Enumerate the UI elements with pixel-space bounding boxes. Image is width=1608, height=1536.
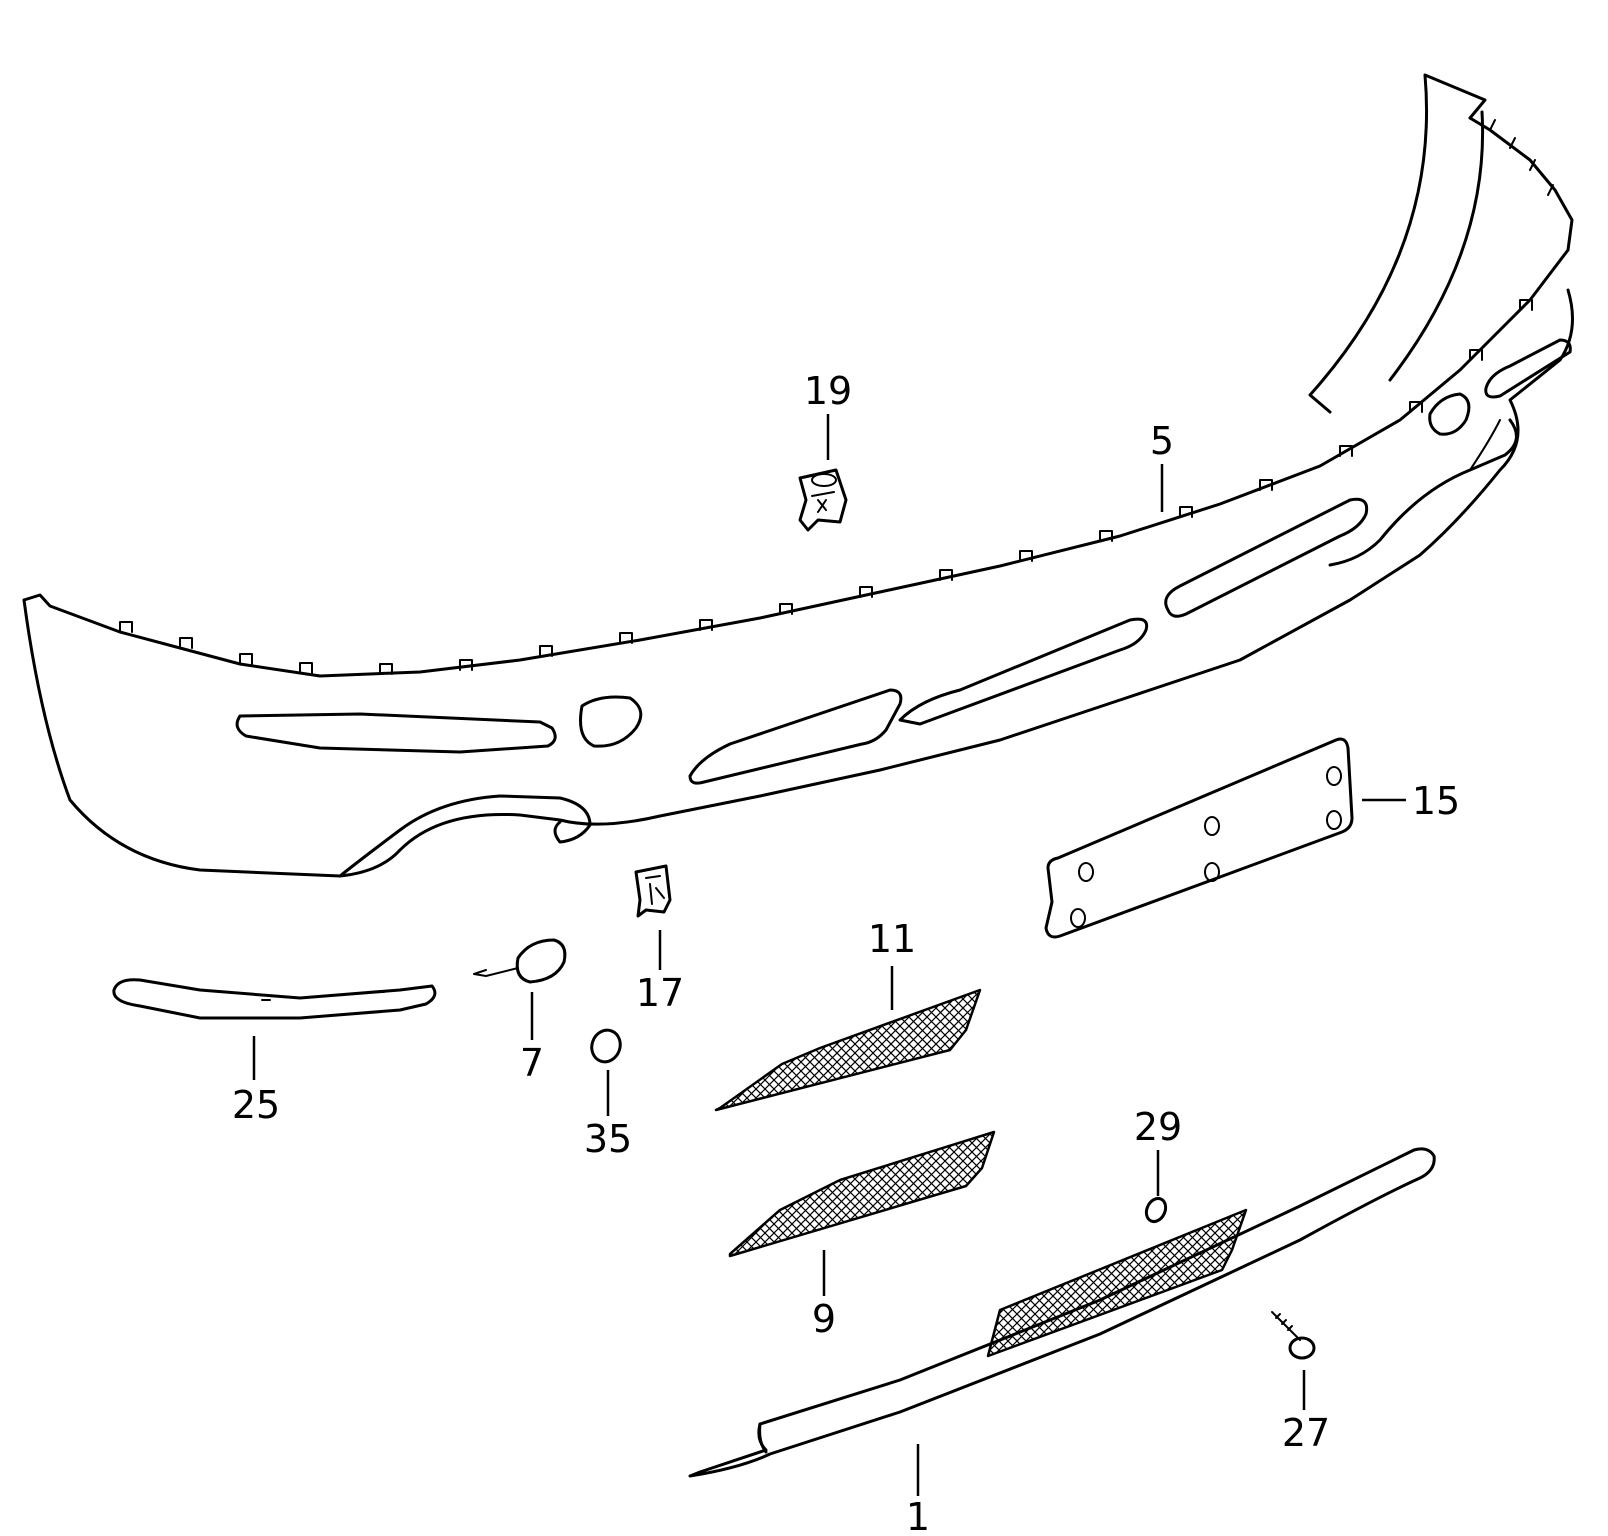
callout-7: 7 — [520, 1041, 544, 1085]
callout-11: 11 — [868, 917, 916, 961]
clip-nut-part-29 — [1144, 1196, 1168, 1224]
callout-17: 17 — [636, 971, 684, 1015]
spoiler-part-1 — [688, 1147, 1436, 1478]
round-cap-part-35 — [590, 1028, 622, 1064]
callout-15: 15 — [1412, 779, 1460, 823]
screw-part-27 — [1271, 1311, 1316, 1360]
grille-part-11 — [714, 988, 982, 1112]
bracket-part-17 — [634, 864, 672, 918]
callout-5: 5 — [1150, 419, 1174, 463]
callout-35: 35 — [584, 1117, 632, 1161]
leader-lines — [252, 414, 1406, 1496]
callout-27: 27 — [1282, 1411, 1330, 1455]
callout-9: 9 — [812, 1297, 836, 1341]
callout-1: 1 — [906, 1495, 930, 1536]
grille-part-9 — [728, 1130, 996, 1258]
trim-strip-part-25 — [112, 978, 437, 1020]
tow-hook-cap-part-7 — [473, 938, 567, 984]
callout-numbers: 19 5 15 17 11 25 7 35 29 9 27 1 — [232, 369, 1460, 1536]
clip-part-19 — [798, 468, 848, 532]
callout-25: 25 — [232, 1083, 280, 1127]
license-plate-bracket — [1044, 737, 1354, 939]
callout-29: 29 — [1134, 1105, 1182, 1149]
bumper-cover — [22, 73, 1574, 878]
callout-19: 19 — [804, 369, 852, 413]
